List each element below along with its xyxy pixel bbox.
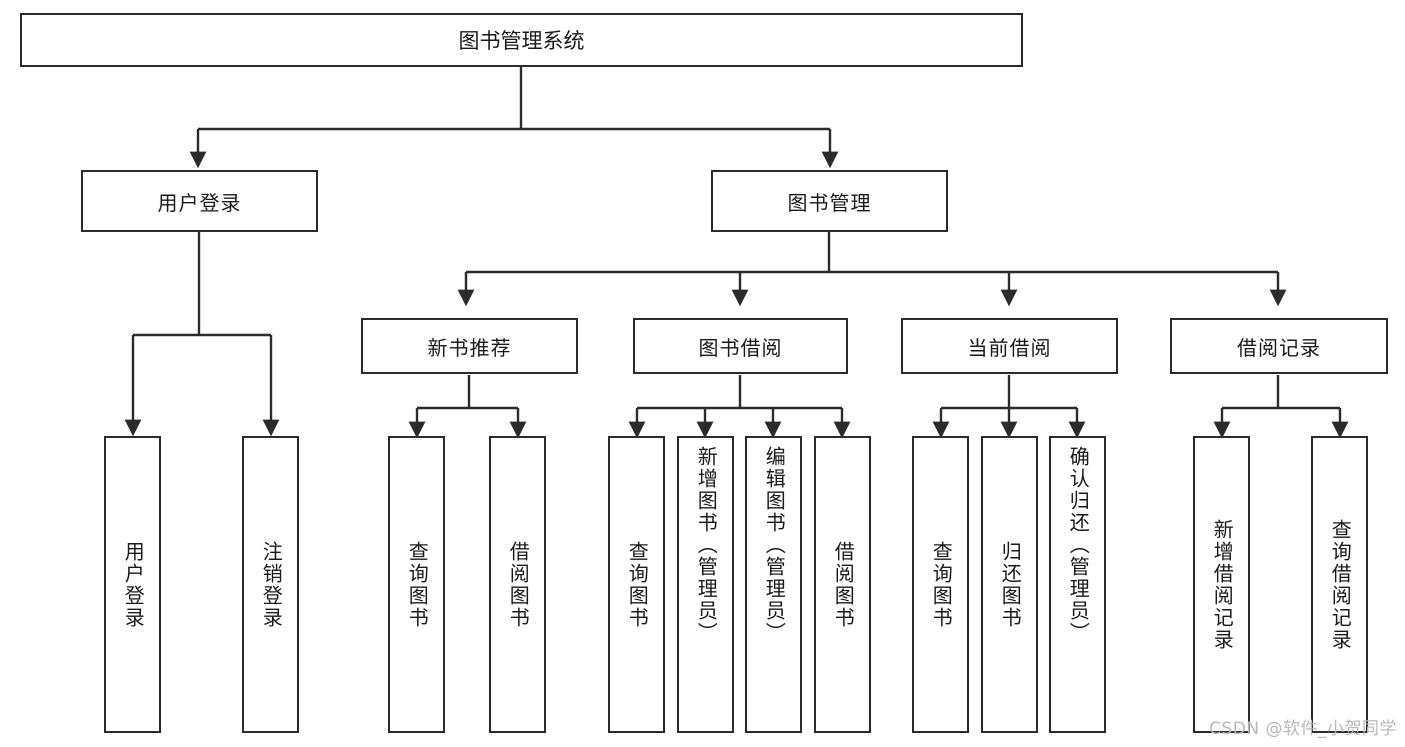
csdn-watermark: CSDN @软件_小贺同学 bbox=[1209, 719, 1397, 739]
node-current-borrow-label: 当前借阅 bbox=[967, 335, 1052, 360]
leaf-label: 查询图书 bbox=[625, 540, 650, 629]
node-root[interactable]: 图书管理系统 bbox=[20, 13, 1023, 67]
leaf-current-borrow-return[interactable]: 归还图书 bbox=[981, 436, 1038, 733]
leaf-borrow-record-query[interactable]: 查询借阅记录 bbox=[1311, 436, 1368, 733]
leaf-new-book-query[interactable]: 查询图书 bbox=[388, 436, 445, 733]
leaf-label: 归还图书 bbox=[998, 540, 1023, 629]
node-book-borrow[interactable]: 图书借阅 bbox=[633, 318, 848, 374]
leaf-label: 查询借阅记录 bbox=[1328, 518, 1353, 651]
leaf-label: 确认归还（管理员） bbox=[1066, 446, 1091, 644]
node-book-management[interactable]: 图书管理 bbox=[711, 170, 948, 232]
leaf-user-login-logout[interactable]: 注销登录 bbox=[242, 436, 299, 733]
node-book-borrow-label: 图书借阅 bbox=[698, 335, 783, 360]
node-borrow-record-label: 借阅记录 bbox=[1237, 335, 1321, 360]
leaf-label: 新增图书（管理员） bbox=[694, 446, 719, 644]
node-new-book-recommend-label: 新书推荐 bbox=[427, 335, 512, 360]
node-new-book-recommend[interactable]: 新书推荐 bbox=[361, 318, 578, 374]
leaf-borrow-record-add[interactable]: 新增借阅记录 bbox=[1193, 436, 1250, 733]
leaf-label: 新增借阅记录 bbox=[1210, 518, 1235, 651]
leaf-book-borrow-query[interactable]: 查询图书 bbox=[608, 436, 665, 733]
leaf-book-borrow-add[interactable]: 新增图书（管理员） bbox=[677, 436, 734, 733]
leaf-label: 查询图书 bbox=[405, 540, 430, 629]
leaf-label: 借阅图书 bbox=[506, 540, 531, 629]
node-root-label: 图书管理系统 bbox=[458, 29, 585, 53]
leaf-book-borrow-edit[interactable]: 编辑图书（管理员） bbox=[745, 436, 802, 733]
leaf-new-book-borrow[interactable]: 借阅图书 bbox=[489, 436, 546, 733]
leaf-label: 用户登录 bbox=[121, 540, 146, 629]
node-user-login[interactable]: 用户登录 bbox=[81, 170, 318, 232]
leaf-label: 借阅图书 bbox=[831, 540, 856, 629]
node-user-login-label: 用户登录 bbox=[157, 190, 242, 215]
leaf-label: 注销登录 bbox=[259, 540, 284, 629]
node-current-borrow[interactable]: 当前借阅 bbox=[901, 318, 1118, 374]
leaf-current-borrow-confirm-return[interactable]: 确认归还（管理员） bbox=[1049, 436, 1106, 733]
leaf-user-login-login[interactable]: 用户登录 bbox=[104, 436, 161, 733]
node-borrow-record[interactable]: 借阅记录 bbox=[1170, 318, 1388, 374]
node-book-management-label: 图书管理 bbox=[787, 190, 872, 215]
leaf-current-borrow-query[interactable]: 查询图书 bbox=[912, 436, 969, 733]
leaf-label: 查询图书 bbox=[929, 540, 954, 629]
leaf-book-borrow-borrow[interactable]: 借阅图书 bbox=[814, 436, 871, 733]
leaf-label: 编辑图书（管理员） bbox=[762, 446, 787, 644]
